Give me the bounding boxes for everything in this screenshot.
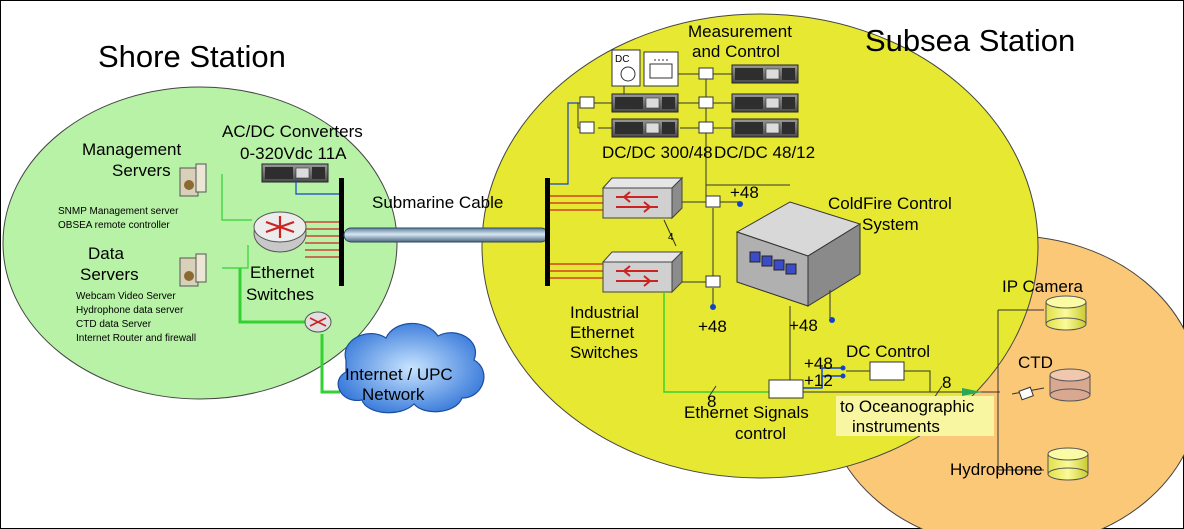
ctd-icon: [1049, 368, 1091, 402]
switch1-power-node: [705, 195, 721, 208]
subsea-trunk-lines: [550, 195, 603, 279]
oceanographic-label-line1: to Oceanographic: [840, 397, 975, 416]
coldfire-control-system-icon: [735, 201, 862, 307]
data-desc-line2: Hydrophone data server: [76, 305, 184, 316]
ethernet-signals-label-line2: control: [735, 424, 786, 443]
pwr-node-1: [579, 96, 595, 109]
industrial-switch-1-icon: [601, 176, 684, 220]
internet-cloud-icon: [337, 322, 485, 414]
subsea-bus-bar: [545, 178, 550, 286]
submarine-cable: [343, 227, 549, 243]
ip-camera-label: IP Camera: [1002, 277, 1083, 296]
bus-width-8-instruments: 8: [942, 373, 951, 392]
shore-station-title: Shore Station: [98, 39, 286, 74]
subsea-power-feed: [550, 102, 578, 185]
data-servers-label-line1: Data: [88, 244, 124, 263]
plus48-terminal-4: [840, 365, 846, 371]
ethernet-signals-label-line1: Ethernet Signals: [684, 403, 809, 422]
ethernet-control-box: [768, 379, 804, 399]
plus12-label: +12: [804, 371, 833, 390]
acdc-converter-icon: [261, 163, 329, 183]
coldfire-wiring: [789, 290, 831, 380]
coldfire-label-line1: ColdFire Control: [828, 194, 952, 213]
data-desc-line3: CTD data Server: [76, 319, 152, 330]
mgmt-ethernet-link: [221, 174, 252, 221]
data-servers-label-line2: Servers: [80, 265, 139, 284]
measurement-label-line2: and Control: [692, 42, 780, 61]
industrial-label-line2: Ethernet: [570, 323, 635, 342]
bus-width-8: 8: [707, 392, 716, 411]
subsea-station-title: Subsea Station: [865, 23, 1075, 58]
ctd-label: CTD: [1018, 353, 1053, 372]
dcdc-48-12-unit-2: [731, 93, 799, 113]
plus48-label-2: +48: [698, 317, 727, 336]
router-icon: [304, 311, 332, 333]
management-servers-label-line1: Management: [82, 140, 182, 159]
switch-trunk-lines: [305, 221, 340, 258]
battery-icon: [643, 51, 679, 87]
internet-uplink: [320, 334, 340, 394]
data-desc-line4: Internet Router and firewall: [76, 333, 196, 344]
shore-ethernet-switch-icon: [253, 211, 307, 253]
pwr-node-2: [579, 121, 595, 134]
internet-label-line2: Network: [362, 385, 425, 404]
internet-label-line1: Internet / UPC: [345, 365, 453, 384]
shore-bus-bar: [339, 178, 344, 286]
router-uplink: [238, 268, 308, 324]
data-desc-line1: Webcam Video Server: [76, 291, 176, 302]
ip-camera-icon: [1045, 295, 1087, 331]
mgmt-desc-line1: SNMP Management server: [58, 206, 179, 217]
dcdc-48-12-unit-1: [731, 64, 799, 84]
plus48-label-1: +48: [730, 183, 759, 202]
oceanographic-label-line2: instruments: [852, 417, 940, 436]
measurement-label-line1: Measurement: [688, 22, 792, 41]
bus-width-4: 4: [668, 232, 674, 243]
dc-control-wiring: [803, 367, 842, 389]
acdc-label-line1: AC/DC Converters: [222, 122, 363, 141]
industrial-label-line1: Industrial: [570, 303, 639, 322]
dc-meter-label: DC: [615, 54, 629, 65]
plus48-label-3: +48: [789, 316, 818, 335]
ctd-connector-icon: [1018, 386, 1034, 401]
coldfire-label-line2: System: [862, 215, 919, 234]
dcdc-48-12-label: DC/DC 48/12: [714, 143, 815, 162]
dcdc-300-48-unit-1: [611, 93, 679, 113]
dc-control-label: DC Control: [846, 342, 930, 361]
dc-control-box: [869, 361, 905, 381]
plus48-terminal-2: [710, 304, 716, 310]
submarine-cable-label: Submarine Cable: [372, 193, 503, 212]
data-ethernet-link: [222, 245, 249, 269]
dc-meter-icon: [611, 49, 641, 87]
plus48-label-4: +48: [804, 354, 833, 373]
hydrophone-icon: [1047, 447, 1089, 481]
plus12-terminal: [840, 373, 846, 379]
industrial-switch-2-icon: [601, 250, 684, 294]
hydrophone-label: Hydrophone: [950, 460, 1043, 479]
dcdc-48-12-unit-3: [731, 118, 799, 138]
ethernet-signal-line: [663, 292, 770, 393]
coldfire-terminal: [829, 317, 835, 323]
pwr-node-4: [698, 96, 714, 109]
management-servers-label-line2: Servers: [112, 161, 171, 180]
pwr-node-3: [698, 67, 714, 80]
ethernet-switches-label-line1: Ethernet: [250, 263, 315, 282]
management-server-icon: [179, 163, 207, 197]
industrial-label-line3: Switches: [570, 343, 638, 362]
dcdc-300-48-unit-2: [611, 118, 679, 138]
mgmt-desc-line2: OBSEA remote controller: [58, 220, 170, 231]
plus48-terminal-1: [737, 201, 743, 207]
bus-slash-8: [707, 385, 717, 399]
pwr-node-5: [698, 121, 714, 134]
switch2-power-node: [705, 275, 721, 288]
ethernet-switches-label-line2: Switches: [246, 285, 314, 304]
instrument-arrow: [962, 388, 982, 396]
acdc-power-link: [295, 180, 340, 195]
data-server-icon: [179, 253, 207, 287]
switch-power-wiring: [663, 201, 740, 305]
dcdc-300-48-label: DC/DC 300/48: [602, 143, 713, 162]
acdc-label-line2: 0-320Vdc 11A: [240, 144, 347, 163]
oceanographic-label-box: [836, 396, 994, 436]
